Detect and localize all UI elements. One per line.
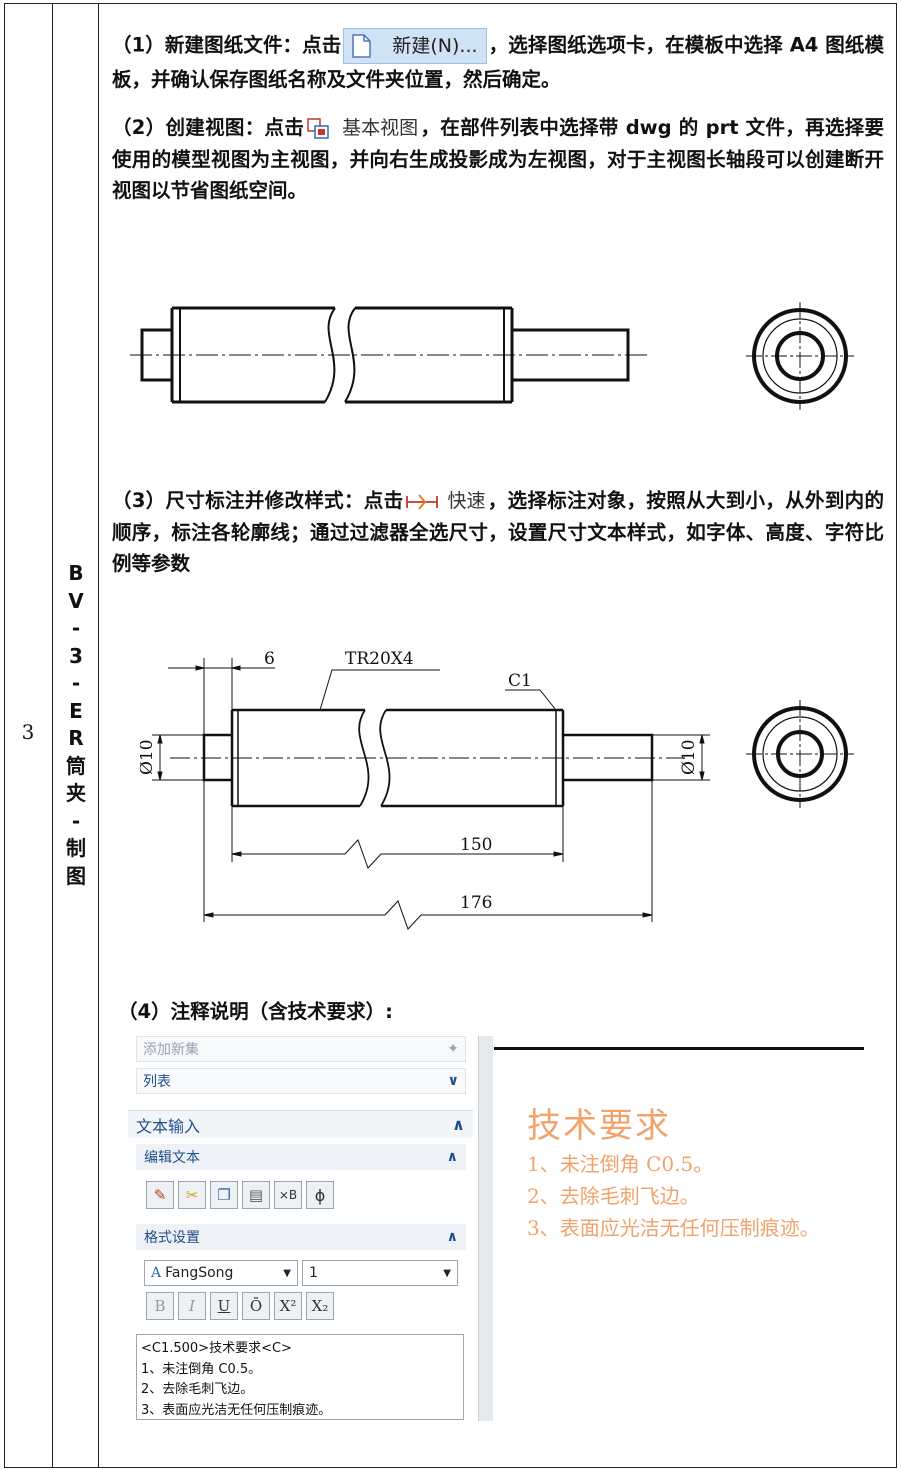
text-input-collapse-icon[interactable]: ∧ bbox=[452, 1115, 465, 1134]
superscript-button[interactable]: X² bbox=[274, 1292, 302, 1320]
edit-text-label: 编辑文本 bbox=[144, 1150, 200, 1166]
tech-requirements-title: 技术要求 bbox=[527, 1106, 671, 1146]
column-divider-1 bbox=[52, 3, 53, 1468]
copy-icon[interactable]: ❐ bbox=[210, 1181, 238, 1209]
add-new-set-label: 添加新集 bbox=[143, 1042, 199, 1058]
edit-toolbar: ✎ ✂ ❐ ▤ ⨯B ϕ bbox=[146, 1181, 338, 1209]
row-number: 3 bbox=[21, 720, 35, 744]
base-view-icon bbox=[307, 117, 329, 139]
edit-text-collapse-icon[interactable]: ∧ bbox=[446, 1149, 458, 1165]
quick-dimension-button[interactable]: 快速 bbox=[405, 486, 485, 517]
italic-button[interactable]: I bbox=[178, 1292, 206, 1320]
tech-requirement-item: 3、表面应光洁无任何压制痕迹。 bbox=[527, 1216, 820, 1240]
step-1-text: （1）新建图纸文件：点击 新建(N)...，选择图纸选项卡，在模板中选择 A4 图… bbox=[112, 28, 884, 95]
dia-right-label: Ø10 bbox=[679, 739, 699, 775]
format-settings-label: 格式设置 bbox=[144, 1230, 200, 1246]
eraser-icon[interactable]: ✎ bbox=[146, 1181, 174, 1209]
font-size-select[interactable]: 1 ▼ bbox=[302, 1260, 458, 1286]
quick-dimension-icon bbox=[406, 493, 439, 510]
new-file-icon bbox=[352, 34, 372, 58]
step-3-prefix: （3）尺寸标注并修改样式：点击 bbox=[112, 489, 404, 512]
add-new-set-row[interactable]: 添加新集 ✦ bbox=[136, 1036, 466, 1062]
format-collapse-icon[interactable]: ∧ bbox=[446, 1229, 458, 1245]
cut-icon[interactable]: ✂ bbox=[178, 1181, 206, 1209]
step-2-text: （2）创建视图：点击 基本视图，在部件列表中选择带 dwg 的 prt 文件，再选… bbox=[112, 112, 884, 206]
text-editor[interactable]: <C1.500>技术要求<C> 1、未注倒角 C0.5。 2、去除毛刺飞边。 3、表面… bbox=[136, 1334, 464, 1420]
shaft-side-view-2 bbox=[746, 700, 854, 808]
title-char: - bbox=[71, 671, 81, 695]
paste-icon[interactable]: ▤ bbox=[242, 1181, 270, 1209]
add-set-icon[interactable]: ✦ bbox=[447, 1041, 459, 1057]
table-frame bbox=[4, 3, 897, 1468]
tech-requirement-item: 1、未注倒角 C0.5。 bbox=[527, 1152, 714, 1176]
base-view-label: 基本视图 bbox=[342, 117, 419, 139]
font-select[interactable]: A FangSong ▼ bbox=[144, 1260, 298, 1286]
title-char: V bbox=[68, 588, 84, 613]
step-3-text: （3）尺寸标注并修改样式：点击 快速，选择标注对象，按照从大到小，从外到内的顺序，… bbox=[112, 485, 884, 579]
shaft-dimensioned-view: 6 TR20X4 C1 150 176 Ø10 Ø10 bbox=[140, 649, 710, 930]
thread-label: TR20X4 bbox=[345, 649, 414, 669]
dim-176-label: 176 bbox=[460, 893, 492, 913]
list-chevron-down-icon[interactable]: ∨ bbox=[447, 1073, 459, 1089]
title-char: 筒 bbox=[66, 753, 86, 778]
list-label: 列表 bbox=[143, 1074, 171, 1090]
shaft-side-view bbox=[746, 302, 854, 410]
subscript-button[interactable]: X₂ bbox=[306, 1292, 334, 1320]
step-4-heading: （4）注释说明（含技术要求）: bbox=[118, 1000, 393, 1023]
step-2-suffix: ，在部件列表中选择带 dwg 的 prt 文件，再选择要使用的模型视图为主视图，… bbox=[112, 116, 884, 202]
list-row[interactable]: 列表 ∨ bbox=[136, 1068, 466, 1094]
overline-button[interactable]: Ō bbox=[242, 1292, 270, 1320]
text-input-header[interactable]: 文本输入 ∧ bbox=[128, 1110, 473, 1138]
title-char: 夹 bbox=[66, 781, 86, 805]
new-file-label: 新建(N)... bbox=[392, 34, 478, 57]
tech-requirement-item: 2、去除毛刺飞边。 bbox=[527, 1184, 700, 1208]
title-char: 制 bbox=[66, 836, 86, 860]
chamfer-label: C1 bbox=[508, 671, 532, 691]
step-1-prefix: （1）新建图纸文件：点击 bbox=[112, 33, 342, 57]
bold-button[interactable]: B bbox=[146, 1292, 174, 1320]
title-char: R bbox=[68, 726, 84, 750]
title-char: - bbox=[71, 616, 81, 640]
dia-left-label: Ø10 bbox=[140, 739, 157, 775]
step-1-suffix: ，选择图纸选项卡，在模板中选择 A4 图纸模板，并确认保存图纸名称及文件夹位置，… bbox=[112, 33, 884, 92]
quick-dimension-label: 快速 bbox=[447, 490, 486, 512]
column-divider-2 bbox=[98, 3, 99, 1468]
dim-6-label: 6 bbox=[264, 649, 275, 669]
text-editor-line: <C1.500>技术要求<C> bbox=[141, 1341, 292, 1356]
step-3-suffix: ，选择标注对象，按照从大到小，从外到内的顺序，标注各轮廓线；通过过滤器全选尺寸，… bbox=[112, 489, 884, 575]
clear-format-icon[interactable]: ⨯B bbox=[274, 1181, 302, 1209]
tech-requirements-list: 1、未注倒角 C0.5。 2、去除毛刺飞边。 3、表面应光洁无任何压制痕迹。 bbox=[527, 1148, 820, 1244]
size-dropdown-icon[interactable]: ▼ bbox=[443, 1267, 451, 1279]
text-editor-line: 1、未注倒角 C0.5。 bbox=[141, 1361, 262, 1377]
underline-button[interactable]: U bbox=[210, 1292, 238, 1320]
title-char: - bbox=[71, 808, 81, 833]
shaft-main-view bbox=[130, 306, 650, 404]
title-char: B bbox=[68, 561, 84, 585]
title-char: 3 bbox=[69, 643, 83, 668]
format-settings-header[interactable]: 格式设置 ∧ bbox=[136, 1224, 466, 1250]
title-char: 图 bbox=[66, 863, 86, 888]
font-name: FangSong bbox=[165, 1265, 234, 1281]
new-file-button[interactable]: 新建(N)... bbox=[343, 28, 487, 64]
sheet-border-line bbox=[494, 1047, 864, 1050]
text-input-label: 文本输入 bbox=[136, 1116, 201, 1136]
step-2-prefix: （2）创建视图：点击 bbox=[112, 116, 305, 139]
text-editor-line: 3、表面应光洁无任何压制痕迹。 bbox=[141, 1402, 332, 1418]
font-icon: A bbox=[151, 1265, 162, 1281]
font-dropdown-icon[interactable]: ▼ bbox=[283, 1267, 291, 1279]
title-char: E bbox=[69, 698, 83, 723]
text-editor-lines: <C1.500>技术要求<C> 1、未注倒角 C0.5。 2、去除毛刺飞边。 3、表面… bbox=[141, 1339, 459, 1421]
font-size-value: 1 bbox=[309, 1265, 318, 1281]
base-view-button[interactable]: 基本视图 bbox=[306, 113, 418, 144]
insert-symbol-icon[interactable]: ϕ bbox=[306, 1181, 334, 1209]
edit-text-header[interactable]: 编辑文本 ∧ bbox=[136, 1144, 466, 1170]
text-editor-line: 2、去除毛刺飞边。 bbox=[141, 1382, 254, 1397]
dim-150-label: 150 bbox=[460, 835, 492, 855]
annotation-panel: 添加新集 ✦ 列表 ∨ 文本输入 ∧ 编辑文本 ∧ ✎ ✂ ❐ ▤ ⨯B ϕ 格… bbox=[128, 1036, 473, 1421]
panel-splitter[interactable] bbox=[478, 1036, 493, 1421]
